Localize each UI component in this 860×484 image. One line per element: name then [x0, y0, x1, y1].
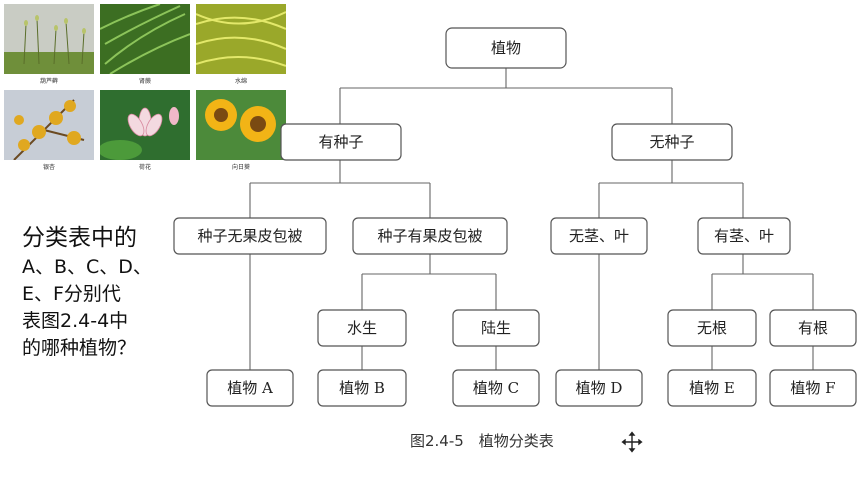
node-label: 种子无果皮包被 — [197, 227, 302, 245]
node-label: 无茎、叶 — [569, 227, 629, 245]
node-with-stem-leaf: 有茎、叶 — [697, 217, 791, 255]
edge-stem — [711, 254, 814, 310]
node-label: 植物 C — [473, 379, 519, 397]
edge-root — [339, 68, 673, 124]
question-text: 分类表中的 A、B、C、D、 E、F分别代 表图2.4-4中 的哪种植物？ — [22, 222, 182, 362]
node-label: 陆生 — [481, 319, 511, 337]
photo-caption: 向日葵 — [231, 164, 250, 171]
photo-fern: 肾蕨 — [100, 4, 190, 88]
node-with-root: 有根 — [769, 309, 857, 347]
photo-spirogyra: 水绵 — [196, 4, 286, 88]
node-plant-f: 植物 F — [769, 369, 857, 407]
edge-angio — [361, 254, 497, 310]
photo-caption: 葫芦藓 — [39, 78, 58, 85]
node-plant-d: 植物 D — [555, 369, 643, 407]
node-label: 植物 D — [576, 379, 623, 397]
figure-caption: 图2.4-5 植物分类表 — [410, 432, 554, 450]
question-line: 分类表中的 — [22, 225, 137, 251]
node-label: 有茎、叶 — [714, 227, 774, 245]
node-label: 植物 F — [790, 379, 835, 397]
photo-caption: 水绵 — [234, 78, 247, 85]
node-with-seed: 有种子 — [280, 123, 402, 161]
photo-lotus: 荷花 — [100, 90, 190, 174]
moss-image — [4, 4, 94, 74]
node-plant-root: 植物 — [445, 27, 567, 69]
node-label: 植物 B — [339, 379, 385, 397]
node-label: 种子有果皮包被 — [377, 227, 482, 245]
node-no-stem-leaf: 无茎、叶 — [550, 217, 648, 255]
node-plant-a: 植物 A — [206, 369, 294, 407]
node-without-seed: 无种子 — [611, 123, 733, 161]
node-label: 无种子 — [649, 133, 694, 151]
node-seed-with-pericarp: 种子有果皮包被 — [352, 217, 508, 255]
question-line: A、B、C、D、 — [22, 256, 152, 278]
node-label: 植物 E — [689, 379, 735, 397]
ginkgo-image — [4, 90, 94, 160]
edge-seed — [249, 160, 431, 218]
node-label: 无根 — [697, 319, 727, 337]
spirogyra-image — [196, 4, 286, 74]
photo-caption: 银杏 — [42, 164, 55, 171]
move-cursor-icon[interactable] — [620, 430, 644, 458]
node-plant-e: 植物 E — [667, 369, 757, 407]
node-terrestrial: 陆生 — [452, 309, 540, 347]
plant-photo-grid: 葫芦藓 肾蕨 水绵 银杏 — [4, 4, 286, 174]
photo-sunflower: 向日葵 — [196, 90, 286, 174]
node-label: 有种子 — [318, 133, 363, 151]
sunflower-image — [196, 90, 286, 160]
node-no-root: 无根 — [667, 309, 757, 347]
node-seed-no-pericarp: 种子无果皮包被 — [173, 217, 327, 255]
photo-moss: 葫芦藓 — [4, 4, 94, 88]
edge-noseed — [598, 160, 744, 218]
node-label: 有根 — [798, 319, 828, 337]
node-aquatic: 水生 — [317, 309, 407, 347]
node-label: 水生 — [347, 319, 377, 337]
fern-image — [100, 4, 190, 74]
photo-caption: 肾蕨 — [138, 78, 151, 85]
node-plant-b: 植物 B — [317, 369, 407, 407]
lotus-image — [100, 90, 190, 160]
tree-edges — [249, 68, 814, 370]
node-label: 植物 — [491, 39, 521, 57]
photo-caption: 荷花 — [138, 164, 151, 171]
question-line: 的哪种植物？ — [22, 337, 137, 359]
photo-ginkgo: 银杏 — [4, 90, 94, 174]
question-line: E、F分别代 — [22, 283, 121, 305]
question-line: 表图2.4-4中 — [22, 310, 129, 332]
node-label: 植物 A — [227, 379, 273, 397]
node-plant-c: 植物 C — [452, 369, 540, 407]
